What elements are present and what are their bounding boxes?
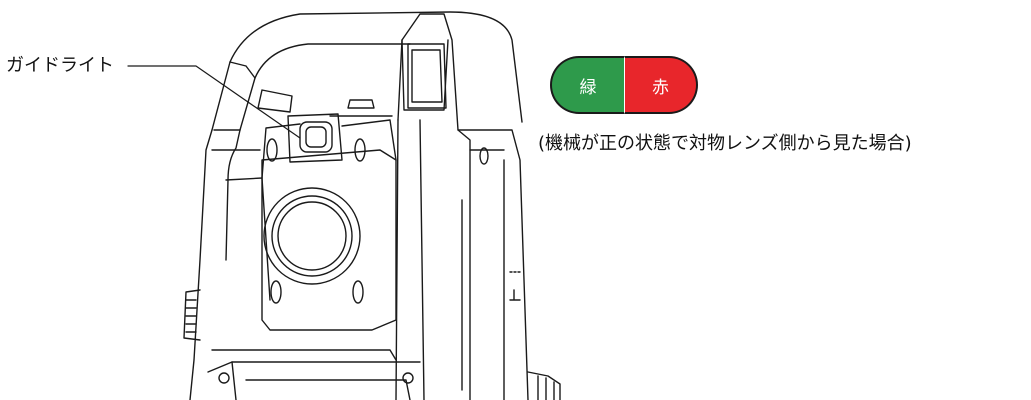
right-knob [527, 371, 561, 400]
guide-light-label: ガイドライト [6, 55, 114, 76]
telescope-housing [261, 149, 397, 331]
right-column [397, 13, 471, 400]
handle-grip [257, 89, 293, 113]
guide-light-color-indicator: 緑 赤 [550, 56, 698, 114]
left-knob [183, 289, 201, 341]
callout-leader [127, 65, 301, 139]
green-half: 緑 [550, 56, 624, 114]
top-knob [347, 99, 375, 109]
body-outline [189, 129, 213, 400]
objective-lens-outer [263, 187, 361, 285]
peep-sight [407, 43, 447, 109]
display-frame [207, 361, 237, 400]
red-half: 赤 [624, 56, 698, 114]
guide-light-housing [287, 113, 343, 163]
handle-outer [211, 11, 523, 131]
view-caption: (機械が正の状態で対物レンズ側から見た場合) [538, 133, 912, 154]
handle-inner [239, 43, 411, 131]
red-label: 赤 [652, 77, 669, 98]
green-label: 緑 [579, 77, 597, 98]
objective-lens-inner [271, 195, 353, 277]
guide-light-window [299, 121, 333, 153]
